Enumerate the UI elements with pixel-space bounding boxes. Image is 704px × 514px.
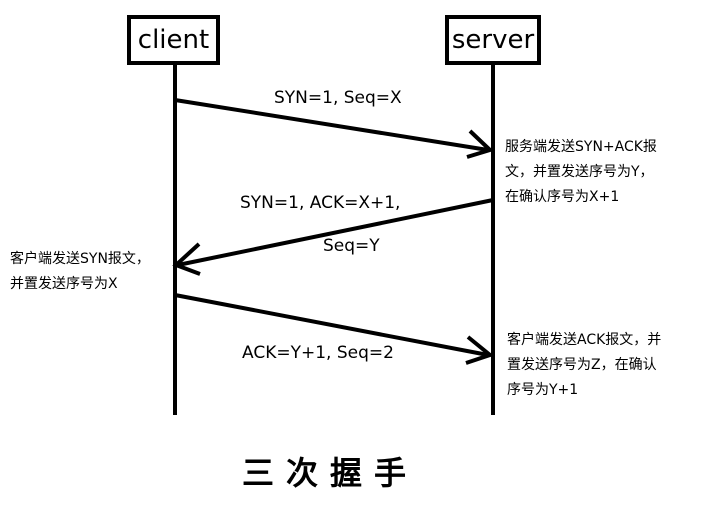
note-line: 文，并置发送序号为Y， xyxy=(505,164,654,180)
client-ack-note: 客户端发送ACK报文，并 置发送序号为Z，在确认 序号为Y+1 xyxy=(507,328,702,403)
note-line: 服务端发送SYN+ACK报 xyxy=(505,139,657,155)
note-line: 客户端发送SYN报文， xyxy=(10,251,150,267)
note-line: 客户端发送ACK报文，并 xyxy=(507,332,662,348)
client-participant-box: client xyxy=(127,15,220,65)
diagram-title: 三次握手 xyxy=(241,454,418,492)
synack-arrow xyxy=(172,198,494,276)
syn-arrow xyxy=(174,98,494,159)
synack-message-label-line2: Seq=Y xyxy=(323,236,380,256)
synack-message-label-line1: SYN=1, ACK=X+1, xyxy=(240,193,401,213)
syn-message-label: SYN=1, Seq=X xyxy=(274,88,402,108)
server-participant-box: server xyxy=(445,15,541,65)
ack-arrow xyxy=(174,293,495,365)
note-line: 置发送序号为Z，在确认 xyxy=(507,357,657,373)
ack-message-label: ACK=Y+1, Seq=2 xyxy=(242,343,394,363)
server-synack-note: 服务端发送SYN+ACK报 文，并置发送序号为Y， 在确认序号为X+1 xyxy=(505,135,700,210)
server-label: server xyxy=(451,25,535,55)
note-line: 序号为Y+1 xyxy=(507,382,579,398)
client-syn-note: 客户端发送SYN报文， 并置发送序号为X xyxy=(10,247,205,297)
client-label: client xyxy=(137,25,210,55)
note-line: 在确认序号为X+1 xyxy=(505,189,620,205)
note-line: 并置发送序号为X xyxy=(10,276,118,292)
